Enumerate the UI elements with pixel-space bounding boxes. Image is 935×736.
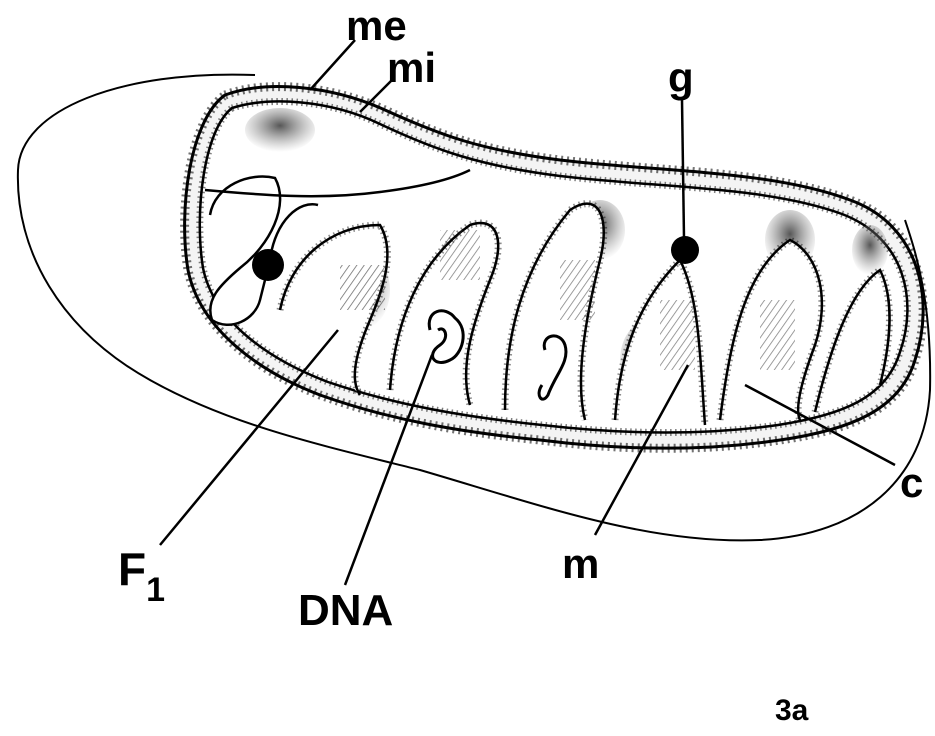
hatch-patch [340,265,385,310]
hatch-patch [760,300,795,370]
label-c: c [900,459,923,506]
hatch-patch [560,260,595,320]
hatch-patch [440,230,480,280]
label-f1-main: F [118,543,146,595]
hatch-patch [660,300,695,370]
matrix-granule [252,249,284,281]
label-f1: F1 [118,543,165,609]
label-dna: DNA [298,586,393,635]
matrix-granule [671,236,699,264]
label-mi: mi [387,44,436,91]
label-f1-subscript: 1 [146,571,165,609]
label-m: m [562,540,599,587]
label-me: me [346,2,407,49]
matrix-shading [852,225,888,275]
panel-number: 3a [775,694,809,727]
matrix-shading [245,108,315,152]
label-g: g [668,54,694,101]
